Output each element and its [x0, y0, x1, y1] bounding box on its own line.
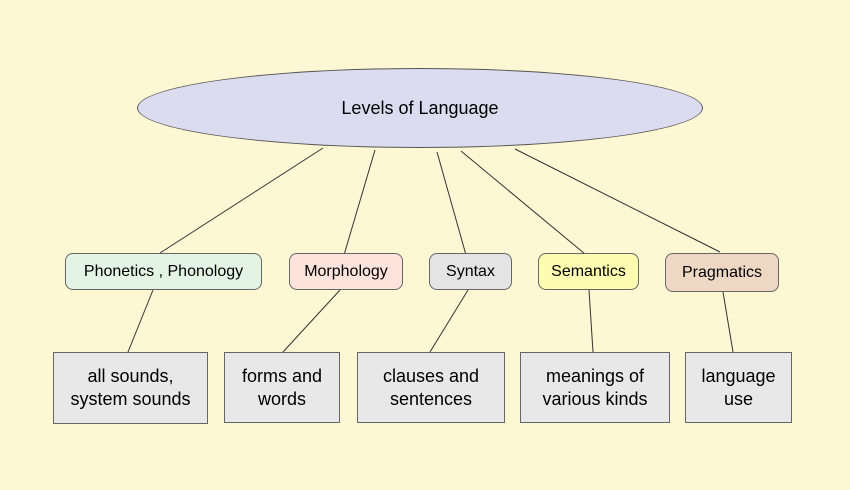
desc-box-semantics: meanings of various kinds [520, 352, 670, 423]
desc-text-morphology: forms and words [241, 365, 323, 409]
connector-phonetics-desc [127, 289, 154, 353]
level-node-semantics: Semantics [538, 253, 639, 290]
connector-pragmatics-desc [722, 291, 734, 353]
connector-semantics-desc [588, 289, 594, 353]
level-label-phonetics-phonology: Phonetics , Phonology [83, 262, 244, 280]
desc-box-phonetics-phonology: all sounds, system sounds [53, 352, 208, 424]
root-node-label: Levels of Language [341, 97, 499, 118]
desc-text-phonetics-phonology: all sounds, system sounds [70, 366, 191, 409]
level-node-syntax: Syntax [429, 253, 512, 290]
level-node-phonetics-phonology: Phonetics , Phonology [65, 253, 262, 290]
level-node-pragmatics: Pragmatics [665, 253, 779, 292]
desc-text-semantics: meanings of various kinds [542, 365, 648, 409]
desc-box-morphology: forms and words [224, 352, 340, 423]
connector-root-semantics [460, 150, 586, 255]
root-node-levels-of-language: Levels of Language [137, 68, 703, 148]
connector-morphology-desc [282, 289, 341, 353]
level-node-morphology: Morphology [289, 253, 403, 290]
desc-text-syntax: clauses and sentences [382, 365, 480, 409]
desc-text-pragmatics: language use [701, 365, 776, 409]
connector-syntax-desc [429, 289, 469, 353]
connector-root-phonetics [159, 147, 324, 254]
desc-box-syntax: clauses and sentences [357, 352, 505, 423]
connector-root-syntax [436, 151, 467, 256]
desc-box-pragmatics: language use [685, 352, 792, 423]
connector-root-pragmatics [514, 148, 721, 253]
level-label-morphology: Morphology [304, 262, 388, 280]
connector-root-morphology [343, 149, 376, 256]
level-label-syntax: Syntax [446, 262, 495, 280]
level-label-semantics: Semantics [551, 262, 626, 280]
level-label-pragmatics: Pragmatics [681, 263, 763, 281]
